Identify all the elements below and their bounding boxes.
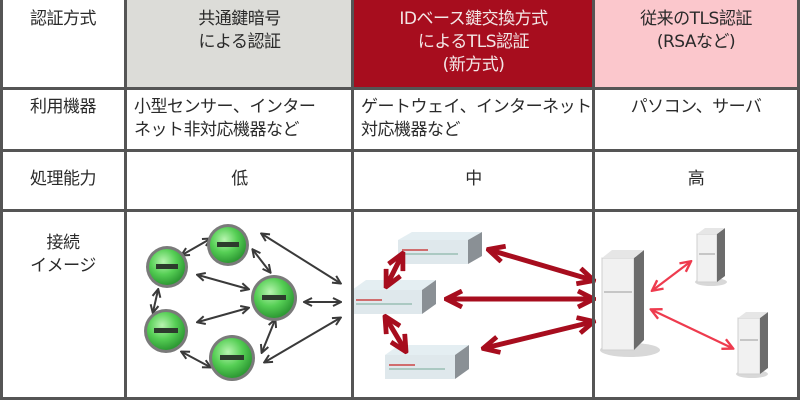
row-divider	[0, 397, 800, 400]
header-line: (RSAなど)	[656, 32, 736, 52]
row-header-label: 認証方式	[30, 9, 97, 29]
devices-id-based: ゲートウェイ、インターネット 対応機器など	[353, 88, 594, 150]
row-header-label: 利用機器	[30, 97, 97, 117]
row-header-label: 処理能力	[30, 169, 97, 189]
devices-symmetric: 小型センサー、インター ネット非対応機器など	[126, 88, 353, 150]
header-conventional-tls: 従来のTLS認証 (RSAなど)	[594, 0, 798, 88]
devices-conventional: パソコン、サーバ	[594, 88, 798, 150]
sensor-node	[207, 224, 249, 266]
gateway-device	[352, 280, 436, 314]
mesh-arrow	[198, 275, 248, 289]
row-divider	[0, 149, 800, 152]
server-node	[736, 312, 768, 378]
header-line: によるTLS認証	[417, 32, 530, 52]
row-divider	[0, 209, 800, 212]
gateway-device	[398, 232, 482, 264]
gateway-arrow	[485, 322, 592, 348]
capability-symmetric: 低	[126, 150, 353, 210]
mesh-arrow	[182, 239, 210, 255]
header-symmetric-key: 共通鍵暗号 による認証	[126, 0, 353, 88]
gateway-arrow	[387, 255, 402, 285]
devices-line: 小型センサー、インター	[134, 97, 316, 117]
column-divider	[351, 0, 354, 400]
header-line: (新方式)	[442, 55, 505, 75]
sensor-node	[209, 335, 255, 381]
column-divider	[797, 0, 800, 400]
header-id-based-tls: IDベース鍵交換方式 によるTLS認証 (新方式)	[353, 0, 594, 88]
devices-line: 対応機器など	[361, 120, 461, 140]
column-divider	[592, 0, 595, 400]
capability-value: 高	[687, 169, 705, 189]
header-line: 共通鍵暗号	[198, 9, 281, 29]
column-divider	[0, 0, 3, 400]
capability-conventional: 高	[594, 150, 798, 210]
header-line: による認証	[198, 32, 282, 52]
gateway-arrow	[490, 250, 592, 280]
server-arrows	[652, 262, 732, 348]
gateway-arrows	[386, 250, 592, 350]
devices-line: ゲートウェイ、インターネット	[361, 97, 592, 117]
row-header-connection-image: 接続 イメージ	[0, 210, 126, 400]
sensor-mesh-arrows	[153, 234, 340, 367]
sensor-node	[251, 275, 297, 321]
row-header-devices: 利用機器	[0, 88, 126, 150]
row-header-label: イメージ	[30, 256, 96, 276]
gateway-arrow	[386, 318, 405, 350]
row-header-label: 接続	[46, 233, 81, 253]
header-line: IDベース鍵交換方式	[399, 9, 548, 29]
header-line: 従来のTLS認証	[640, 9, 752, 29]
devices-line: ネット非対応機器など	[134, 120, 300, 140]
server-arrow	[653, 262, 690, 290]
capability-value: 低	[231, 169, 248, 189]
mesh-arrow	[198, 308, 248, 322]
capability-value: 中	[465, 169, 482, 189]
row-header-capability: 処理能力	[0, 150, 126, 210]
mesh-arrow	[153, 290, 158, 312]
gateway-device	[385, 345, 469, 379]
server-main	[600, 250, 660, 357]
server-node	[695, 228, 727, 286]
row-divider	[0, 87, 800, 90]
mesh-arrow	[262, 320, 275, 352]
devices-line: パソコン、サーバ	[630, 97, 762, 117]
sensor-node	[146, 246, 188, 288]
mesh-arrow	[265, 318, 340, 362]
sensor-node	[144, 309, 188, 353]
row-header-auth-method: 認証方式	[0, 0, 126, 88]
mesh-arrow	[262, 234, 340, 283]
mesh-arrow	[182, 352, 210, 367]
column-divider	[124, 0, 127, 400]
mesh-arrow	[253, 250, 270, 272]
capability-id-based: 中	[353, 150, 594, 210]
server-arrow	[652, 310, 732, 348]
